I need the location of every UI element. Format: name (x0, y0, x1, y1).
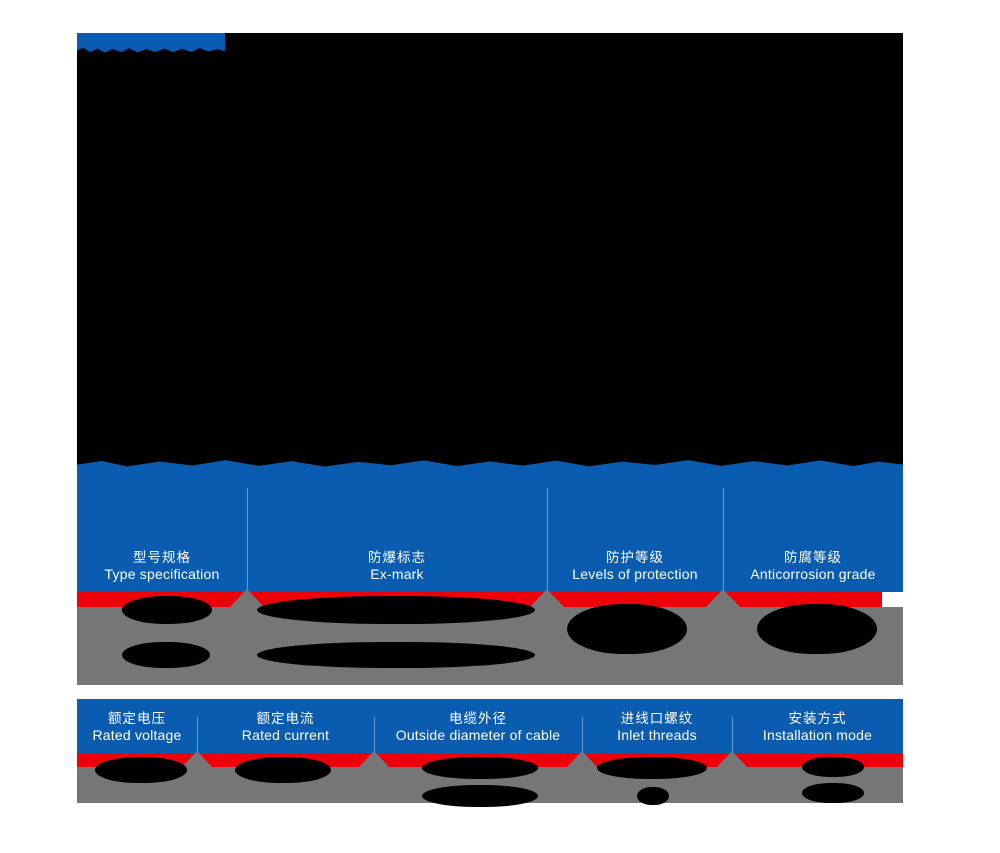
label-cn: 安装方式 (788, 710, 847, 726)
value-redaction (567, 604, 687, 654)
label-cn: 进线口螺纹 (620, 710, 694, 726)
label-cn: 型号规格 (133, 549, 191, 565)
label-cn: 防护等级 (606, 549, 664, 565)
col-label-ex-mark: 防爆标志 Ex-mark (247, 549, 547, 584)
value-redaction (422, 757, 538, 779)
col-label-inlet-threads: 进线口螺纹 Inlet threads (582, 710, 732, 745)
col-label-levels-of-protection: 防护等级 Levels of protection (547, 549, 723, 584)
label-en: Inlet threads (617, 727, 697, 744)
value-redaction (122, 642, 210, 668)
spec-row-1: 型号规格 Type specification 防爆标志 Ex-mark 防护等… (77, 470, 903, 685)
value-redaction (257, 596, 535, 624)
value-redaction (95, 757, 187, 783)
label-cn: 额定电流 (256, 710, 315, 726)
row2-header-columns: 额定电压 Rated voltage 额定电流 Rated current 电缆… (77, 699, 903, 753)
hero-bottom-edge (77, 460, 903, 470)
row1-header-band: 型号规格 Type specification 防爆标志 Ex-mark 防护等… (77, 470, 903, 592)
label-cn: 额定电压 (108, 710, 166, 726)
label-en: Rated current (241, 727, 330, 744)
col-label-type-specification: 型号规格 Type specification (77, 549, 247, 584)
label-cn: 防爆标志 (368, 549, 426, 565)
label-en: Ex-mark (370, 566, 424, 583)
col-inlet-threads[interactable]: 进线口螺纹 Inlet threads (582, 699, 732, 753)
label-en: Anticorrosion grade (750, 566, 876, 583)
label-cn: 电缆外径 (449, 710, 507, 726)
col-levels-of-protection[interactable]: 防护等级 Levels of protection (547, 470, 723, 592)
value-redaction (122, 596, 212, 624)
label-en: Type specification (104, 566, 220, 583)
col-label-rated-voltage: 额定电压 Rated voltage (77, 710, 197, 745)
value-redaction (757, 604, 877, 654)
row1-header-columns: 型号规格 Type specification 防爆标志 Ex-mark 防护等… (77, 470, 903, 592)
label-en: Installation mode (762, 727, 873, 744)
product-hero-image (77, 33, 903, 470)
col-installation-mode[interactable]: 安装方式 Installation mode (732, 699, 903, 753)
value-redaction (257, 642, 535, 668)
row2-header-band: 额定电压 Rated voltage 额定电流 Rated current 电缆… (77, 699, 903, 753)
label-en: Levels of protection (572, 566, 698, 583)
col-anticorrosion-grade[interactable]: 防腐等级 Anticorrosion grade (723, 470, 903, 592)
label-en: Rated voltage (92, 727, 182, 744)
value-redaction (422, 785, 538, 807)
col-label-anticorrosion-grade: 防腐等级 Anticorrosion grade (723, 549, 903, 584)
value-redaction (802, 757, 864, 777)
col-label-rated-current: 额定电流 Rated current (197, 710, 374, 745)
value-redaction (235, 757, 331, 783)
col-outside-diameter-of-cable[interactable]: 电缆外径 Outside diameter of cable (374, 699, 582, 753)
col-ex-mark[interactable]: 防爆标志 Ex-mark (247, 470, 547, 592)
value-redaction (802, 783, 864, 803)
value-redaction (637, 787, 669, 805)
spec-row-2: 额定电压 Rated voltage 额定电流 Rated current 电缆… (77, 699, 903, 807)
hero-corner-banner (77, 33, 225, 56)
col-rated-current[interactable]: 额定电流 Rated current (197, 699, 374, 753)
col-label-outside-diameter-of-cable: 电缆外径 Outside diameter of cable (374, 710, 582, 745)
label-cn: 防腐等级 (784, 549, 842, 565)
value-redaction (597, 757, 707, 779)
col-rated-voltage[interactable]: 额定电压 Rated voltage (77, 699, 197, 753)
col-type-specification[interactable]: 型号规格 Type specification (77, 470, 247, 592)
label-en: Outside diameter of cable (395, 727, 561, 744)
col-label-installation-mode: 安装方式 Installation mode (732, 710, 903, 745)
